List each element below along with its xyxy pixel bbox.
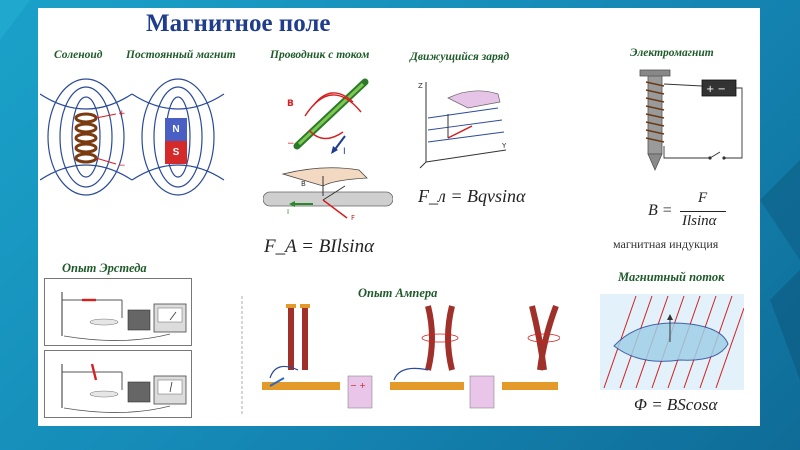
hand-rule-figure: B F I xyxy=(263,156,393,238)
label-conductor: Проводник с током xyxy=(270,49,369,61)
label-oersted: Опыт Эрстеда xyxy=(62,261,147,276)
magnet-south: S xyxy=(165,141,187,164)
bar-magnet: N S xyxy=(165,118,187,164)
ampere-figure: − + xyxy=(240,294,560,419)
induction-numerator: F xyxy=(698,190,707,207)
svg-text:+ −: + − xyxy=(706,84,726,95)
ampere-force-formula: F_A = BIlsinα xyxy=(264,236,374,258)
induction-lhs: B = xyxy=(648,202,673,220)
induction-note: магнитная индукция xyxy=(613,237,718,252)
svg-text:Y: Y xyxy=(501,142,507,150)
svg-text:B: B xyxy=(287,99,294,109)
svg-text:I: I xyxy=(343,147,346,156)
svg-text:B: B xyxy=(301,180,306,188)
solenoid-magnet-figure: + − xyxy=(40,74,226,200)
electromagnet-figure: + − xyxy=(604,66,744,176)
svg-text:Z: Z xyxy=(418,82,423,90)
induction-formula: B = F Ilsinα xyxy=(648,190,748,234)
label-solenoid: Соленоид xyxy=(54,49,102,61)
oersted-panel-bottom xyxy=(44,350,192,418)
label-electromagnet: Электромагнит xyxy=(630,47,714,59)
svg-text:− +: − + xyxy=(350,381,366,390)
oersted-panel-top xyxy=(44,278,192,346)
fraction-bar xyxy=(680,211,726,212)
label-flux: Магнитный поток xyxy=(618,270,724,285)
induction-denominator: Ilsinα xyxy=(682,213,717,230)
flux-formula: Φ = BScosα xyxy=(634,395,717,415)
lorentz-force-formula: F_л = Bqvsinα xyxy=(418,186,525,207)
svg-text:F: F xyxy=(351,214,355,222)
svg-text:+: + xyxy=(118,109,126,119)
slide-canvas: Магнитное поле Соленоид Постоянный магни… xyxy=(38,8,760,426)
svg-text:I: I xyxy=(287,208,289,216)
svg-text:−: − xyxy=(118,161,126,171)
moving-charge-figure: Z Y xyxy=(418,78,510,170)
conductor-figure: B − I xyxy=(283,76,378,156)
page-title: Магнитное поле xyxy=(146,10,331,38)
label-permanent-magnet: Постоянный магнит xyxy=(126,49,236,61)
svg-text:−: − xyxy=(287,139,295,149)
flux-figure xyxy=(600,294,744,390)
label-moving-charge: Движущийся заряд xyxy=(410,51,509,63)
magnet-north: N xyxy=(165,118,187,141)
